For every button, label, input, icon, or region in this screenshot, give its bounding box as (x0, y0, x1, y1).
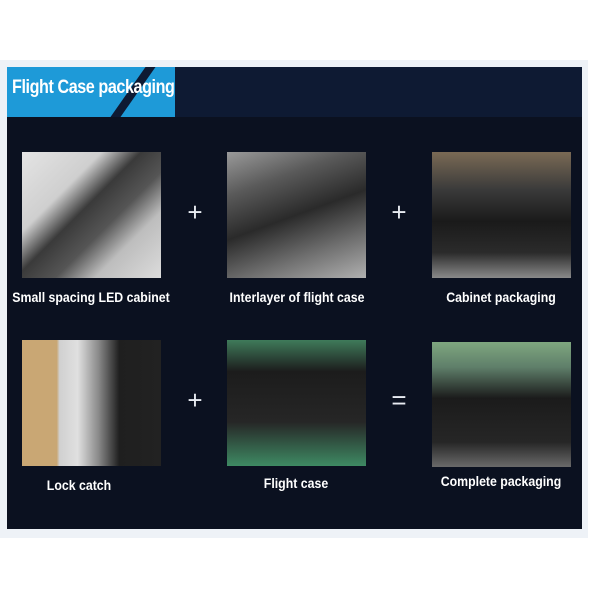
plus-operator: + (187, 197, 203, 227)
photo-flight-case (227, 340, 366, 466)
plus-operator: + (391, 197, 407, 227)
plus-operator: + (187, 385, 203, 415)
equals-operator: = (391, 385, 407, 415)
label-led-cabinet: Small spacing LED cabinet (12, 289, 170, 305)
label-cabinet-packaging: Cabinet packaging (446, 289, 556, 305)
photo-led-cabinet (22, 152, 161, 278)
page-title: Flight Case packaging (12, 77, 175, 98)
photo-lock-catch (22, 340, 161, 466)
photo-interlayer (227, 152, 366, 278)
label-lock-catch: Lock catch (46, 477, 112, 493)
label-complete-packaging: Complete packaging (440, 473, 562, 489)
label-flight-case: Flight case (263, 475, 329, 491)
label-interlayer: Interlayer of flight case (229, 289, 365, 305)
photo-cabinet-packaging (432, 152, 571, 278)
title-tab: Flight Case packaging (7, 67, 175, 117)
photo-complete-packaging (432, 342, 571, 467)
